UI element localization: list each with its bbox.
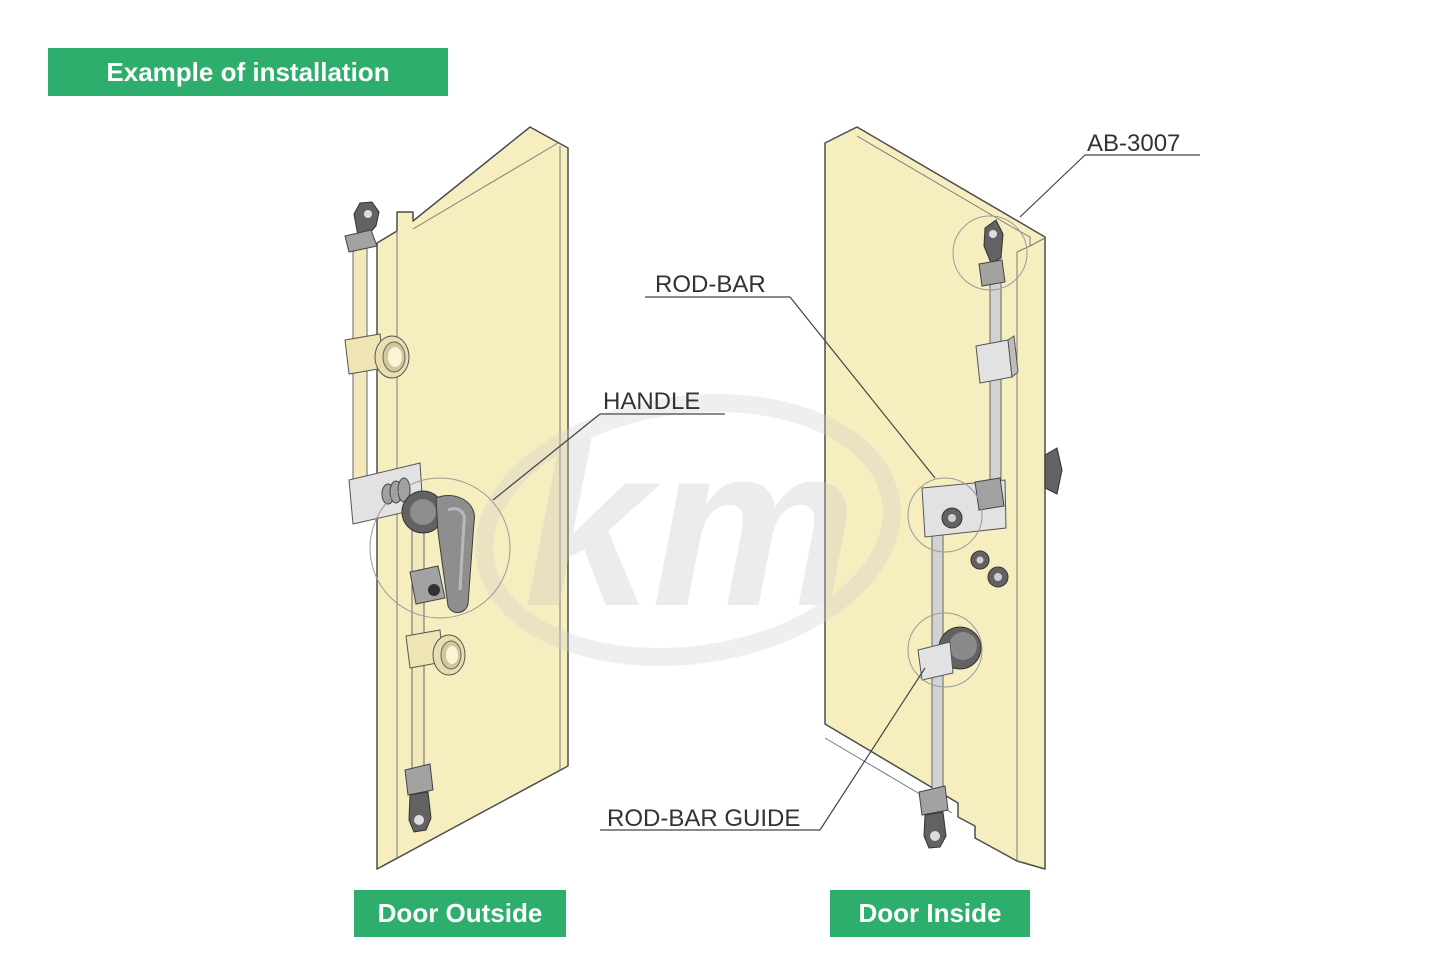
outside-handle-lever-highlight (447, 507, 466, 591)
inside-cam-bracket (974, 477, 1005, 511)
outside-handle-base-inner (410, 499, 436, 525)
outside-guide-lower-ring-hole (446, 646, 458, 664)
door-outside-top-line (412, 142, 559, 230)
callout-ab-3007-label: AB-3007 (1087, 130, 1180, 157)
callout-rod-bar: ROD-BAR (645, 271, 936, 479)
door-outside-panel (376, 126, 569, 870)
watermark-letters: km (524, 397, 856, 654)
outside-rod-clip-hole (428, 584, 440, 596)
handle-detail-circle (369, 477, 511, 619)
door-inside-top-line (856, 135, 1013, 228)
door-inside-mechanism (917, 219, 1019, 849)
door-outside-label: Door Outside (354, 890, 566, 937)
inside-bottom-latch (923, 811, 947, 849)
door-inside-flange-top (1029, 237, 1046, 247)
rod-bar-detail-circle (907, 477, 983, 553)
outside-handle-edge-icon (1044, 447, 1063, 495)
outside-rod-clip-body (409, 565, 446, 605)
rod-bar-guide-detail-circle (907, 612, 983, 688)
callout-rod-bar-label: ROD-BAR (655, 271, 766, 298)
title-label: Example of installation (48, 48, 448, 96)
inside-bottom-cam-collar (918, 785, 949, 816)
outside-top-latch-hole (364, 210, 372, 218)
inside-upper-rod-bar (989, 279, 1002, 486)
callout-rod-bar-guide-leader (819, 667, 926, 831)
callout-handle-leader (492, 413, 601, 501)
inside-handle-plate-assembly (921, 477, 1007, 538)
inside-top-cam-ab-3007 (978, 219, 1006, 287)
inside-bottom-cam (918, 785, 949, 849)
outside-bottom-cam-collar (404, 763, 434, 796)
outside-bottom-latch-hole (414, 815, 424, 825)
outside-guide-upper-ring-hole (388, 347, 402, 367)
outside-top-cam-collar (344, 229, 378, 253)
door-outside-face (376, 126, 569, 870)
inside-plate-nut-center (948, 514, 956, 522)
callout-rod-bar-guide: ROD-BAR GUIDE (600, 667, 926, 832)
inside-rod-bar-guide-upper (975, 335, 1019, 384)
callout-ab-3007: AB-3007 (1019, 130, 1200, 218)
outside-top-cam (344, 201, 380, 253)
inside-rod-bar-guide-lower (917, 626, 982, 681)
watermark-swoosh (475, 393, 901, 667)
callout-handle-label: HANDLE (603, 388, 700, 415)
inside-loose-nut-2-center (994, 573, 1002, 581)
inside-loose-nut-1-center (976, 556, 984, 564)
inside-guide-lower-bracket (917, 641, 954, 681)
outside-bottom-latch (408, 791, 432, 833)
inside-guide-upper-bracket (975, 339, 1013, 384)
inside-top-cam-nut (978, 259, 1006, 287)
outside-bottom-cam (404, 763, 434, 833)
outside-rod-bar-guide-lower (405, 629, 466, 676)
callout-rod-bar-guide-label: ROD-BAR GUIDE (607, 805, 800, 832)
callout-rod-bar-leader (789, 296, 936, 479)
outside-rod-clip (409, 565, 446, 605)
door-inside-label: Door Inside (830, 890, 1030, 937)
outside-rod-bar-guide-upper (344, 333, 410, 379)
inside-bottom-latch-hole (930, 831, 940, 841)
inside-guide-upper-side (1007, 335, 1019, 378)
callout-handle: HANDLE (492, 388, 725, 501)
km-watermark-logo: km (475, 393, 901, 667)
door-outside-mechanism (344, 201, 475, 833)
inside-top-latch (983, 219, 1004, 264)
inside-top-latch-hole (989, 230, 997, 238)
callout-ab-3007-leader (1019, 154, 1086, 218)
ab-3007-detail-circle (952, 215, 1028, 291)
inside-guide-lower-ring-face (949, 632, 977, 660)
outside-handle-assembly (348, 462, 475, 613)
